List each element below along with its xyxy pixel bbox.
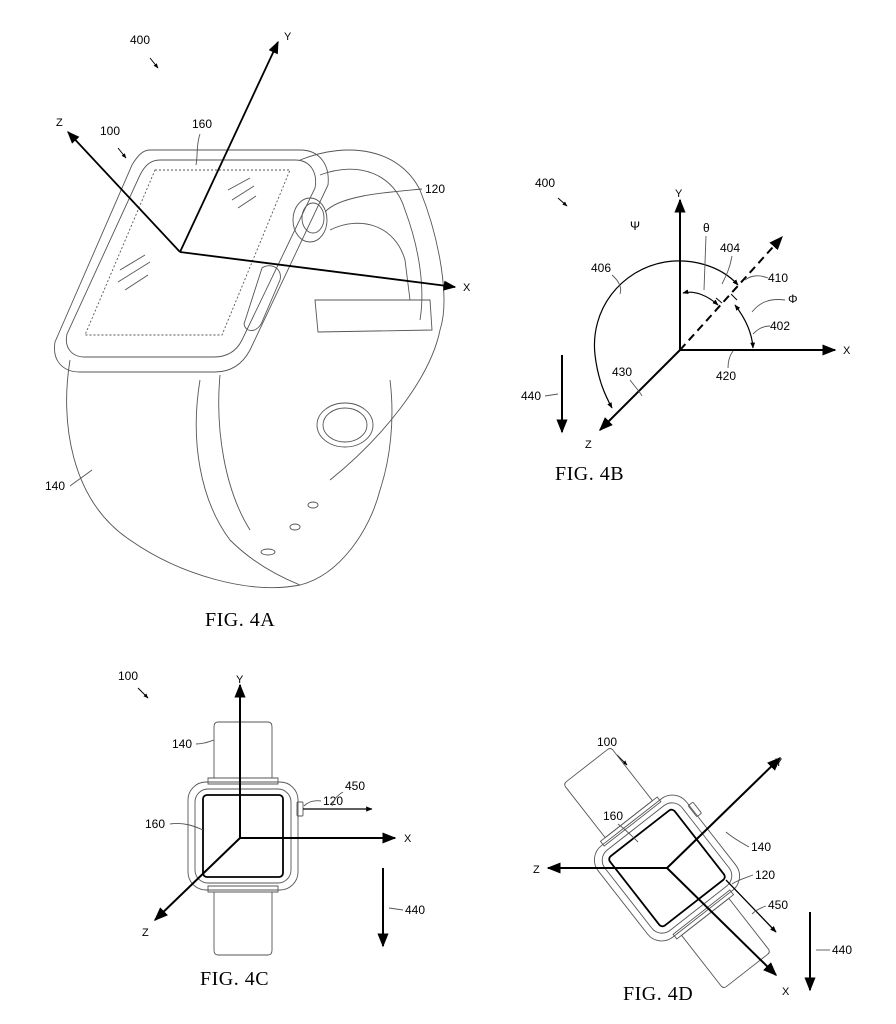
theta-arc — [682, 289, 719, 306]
fig4a-ref-400: 400 — [130, 33, 150, 47]
fig4d-axis-z-label: Z — [533, 864, 540, 876]
fig4c-band-top — [213, 721, 273, 779]
fig4c-ref-140: 140 — [172, 737, 192, 751]
fig4c-ref-440: 440 — [405, 903, 425, 917]
fig4d-ref-140: 140 — [751, 840, 771, 854]
watch-band-front — [66, 359, 393, 588]
fig4b-ref-410: 410 — [768, 271, 788, 285]
crown — [292, 197, 328, 243]
fig4c-case — [187, 781, 299, 891]
fig4d-vector-450 — [725, 879, 777, 933]
fig4d-ref-120: 120 — [755, 868, 775, 882]
fig4c-axis-z — [153, 837, 241, 921]
figure-4d: 100 Y X Z 160 140 120 450 440 FIG — [533, 735, 852, 1005]
fig4d-ref-100: 100 — [597, 735, 617, 749]
psi-label: Ψ — [630, 219, 640, 233]
fig4d-ref-440: 440 — [832, 943, 852, 957]
fig4b-axis-x-label: X — [843, 345, 851, 357]
fig4b-ref-404: 404 — [720, 241, 740, 255]
fig4a-axis-y-label: Y — [284, 31, 292, 43]
fig4d-axis-y — [666, 757, 782, 869]
fig4b-ref-406: 406 — [591, 261, 611, 275]
fig4c-display — [202, 794, 284, 878]
watch-band-back — [299, 149, 445, 481]
fig4c-caption: FIG. 4C — [200, 968, 269, 990]
figure-4c: 100 Y X Z 140 160 120 450 440 FIG. 4C — [118, 669, 425, 990]
fig4b-axis-y-label: Y — [675, 188, 683, 200]
fig4d-display — [608, 808, 726, 928]
fig4a-ref-160: 160 — [192, 117, 212, 131]
phi-arc — [734, 304, 756, 349]
watch-case — [54, 149, 329, 373]
fig4a-axis-x — [179, 251, 457, 291]
fig4b-ref-430: 430 — [612, 365, 632, 379]
fig4a-axis-z — [67, 131, 181, 253]
fig4b-ref-402: 402 — [770, 319, 790, 333]
fig4b-axis-z-label: Z — [585, 439, 592, 451]
watch-display — [84, 169, 291, 336]
fig4b-caption: FIG. 4B — [555, 463, 624, 485]
figure-4a: X Y Z 400 100 160 120 140 FIG. 4A — [45, 31, 471, 631]
fig4b-axis-z — [599, 349, 681, 431]
fig4c-axis-y-label: Y — [236, 674, 244, 686]
fig4a-caption: FIG. 4A — [205, 609, 275, 631]
fig4b-ref-420: 420 — [716, 369, 736, 383]
fig4b-ref-400: 400 — [535, 176, 555, 190]
watch-band-back-inner — [319, 168, 423, 321]
figure-4b: Y X Z Ψ θ Φ 400 406 404 410 402 420 430 … — [521, 176, 851, 485]
fig4c-ref-160: 160 — [145, 817, 165, 831]
fig4c-axis-z-label: Z — [142, 927, 149, 939]
fig4d-ref-160: 160 — [603, 809, 623, 823]
fig4d-band-bottom — [680, 897, 770, 988]
fig4d-axis-x — [666, 867, 777, 976]
fig4b-ref-440: 440 — [521, 389, 541, 403]
fig4c-ref-450: 450 — [345, 779, 365, 793]
fig4a-axis-y — [179, 40, 279, 253]
fig4c-ref-120: 120 — [323, 794, 343, 808]
fig4c-ref-100: 100 — [118, 669, 138, 683]
fig4d-caption: FIG. 4D — [623, 983, 693, 1005]
phi-label: Φ — [788, 292, 798, 306]
fig4a-axis-x-label: X — [463, 282, 471, 294]
band-keeper — [314, 299, 433, 333]
side-button — [243, 265, 281, 331]
fig4d-crown — [688, 802, 702, 817]
fig4a-axis-z-label: Z — [56, 117, 63, 129]
band-button — [316, 402, 374, 448]
fig4a-ref-100: 100 — [100, 124, 120, 138]
fig4d-axis-y-label: Y — [775, 757, 783, 769]
fig4d-watch — [564, 748, 770, 988]
psi-arc — [593, 260, 739, 409]
fig4d-ref-450: 450 — [768, 898, 788, 912]
fig4c-axis-x-label: X — [404, 833, 412, 845]
fig4a-ref-120: 120 — [425, 182, 445, 196]
fig4d-case — [593, 794, 741, 942]
fig4a-ref-140: 140 — [45, 479, 65, 493]
fig4c-band-bottom — [213, 891, 273, 956]
fig4d-axis-x-label: X — [782, 986, 790, 998]
theta-label: θ — [703, 221, 710, 235]
fig4d-band-top — [564, 748, 654, 839]
